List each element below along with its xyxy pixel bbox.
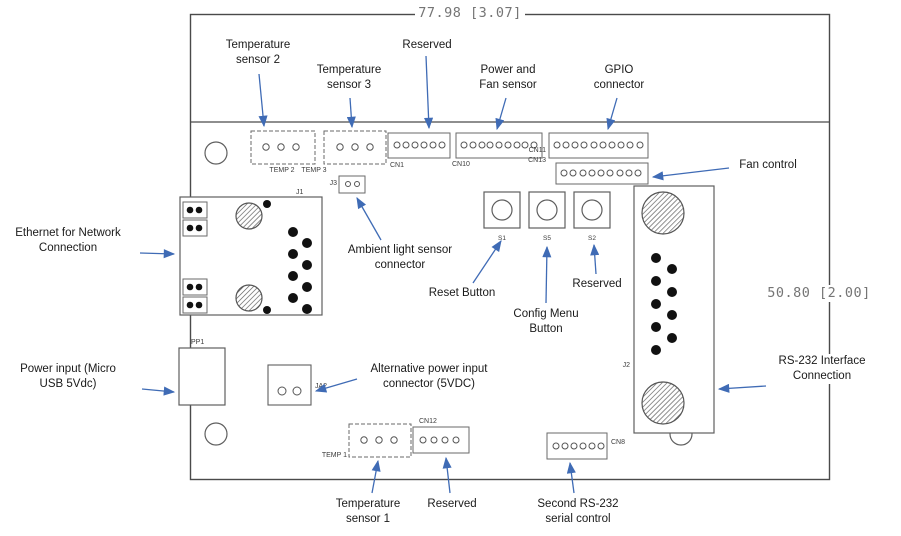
rs232-connector-j2: J2 (623, 185, 715, 434)
temp3-connector: TEMP 3 (301, 130, 387, 174)
callout-reserved-bottom: Reserved (422, 497, 482, 512)
cn1-connector: CN1 (387, 132, 451, 169)
refdes-s5: S5 (543, 235, 551, 242)
arrow-fan-control (651, 167, 730, 181)
ethernet-connector: J1 (179, 189, 323, 316)
ambient-light-connector-j3: J3 (330, 175, 366, 194)
refdes-s1: S1 (498, 235, 506, 242)
refdes-cn1: CN1 (390, 162, 404, 169)
reset-button-s1: S1 (483, 191, 521, 242)
arrow-alt-power-input (314, 378, 358, 393)
callout-fan-control: Fan control (732, 158, 804, 173)
arrow-ethernet (139, 249, 176, 259)
callout-ambient-light: Ambient light sensor connector (344, 243, 456, 273)
callout-arrows (139, 55, 767, 494)
callout-reserved-top: Reserved (385, 38, 469, 53)
arrow-temp-sensor-3 (346, 97, 356, 129)
mounting-hole (204, 141, 228, 165)
mounting-hole (204, 422, 228, 446)
arrow-reserved-bottom (442, 456, 452, 494)
callout-reserved-button: Reserved (567, 277, 627, 292)
callout-ethernet: Ethernet for Network Connection (6, 226, 130, 256)
arrow-ambient-light (356, 197, 382, 241)
arrow-reserved-button (590, 243, 600, 275)
callout-temp-sensor-2: Temperature sensor 2 (212, 38, 304, 68)
arrow-second-rs232 (566, 461, 576, 494)
arrow-temp-sensor-1 (371, 459, 381, 494)
callout-second-rs232: Second RS-232 serial control (532, 497, 624, 527)
refdes-j1: J1 (296, 189, 304, 196)
dimension-width-label: 77.98 [3.07] (415, 5, 525, 22)
refdes-cn8: CN8 (611, 439, 625, 446)
refdes-cn11: CN11 (529, 147, 546, 154)
refdes-cn13: CN13 (528, 157, 546, 164)
reserved-button-s2: S2 (573, 191, 611, 242)
cn11-gpio-connector: CN11 (529, 132, 649, 159)
fan-control-connector: CN13 (528, 157, 649, 185)
power-input-pp1: PP1 (178, 339, 226, 406)
screw-post (235, 202, 263, 230)
refdes-j3: J3 (330, 180, 338, 187)
screw-post (641, 191, 685, 235)
db9-pins (651, 253, 677, 355)
callout-reset-button: Reset Button (420, 286, 504, 301)
cn12-connector: CN12 (412, 418, 470, 454)
refdes-s2: S2 (588, 235, 596, 242)
refdes-temp2: TEMP 2 (269, 167, 294, 174)
refdes-pp1: PP1 (191, 339, 204, 346)
cn8-connector: CN8 (546, 432, 625, 460)
callout-power-input: Power input (Micro USB 5Vdc) (14, 362, 122, 392)
cn10-connector: CN10 (452, 132, 543, 168)
temp1-connector: TEMP 1 (322, 423, 412, 459)
callout-gpio-connector: GPIO connector (589, 63, 649, 93)
arrow-reset-button (472, 240, 502, 284)
refdes-temp3: TEMP 3 (301, 167, 326, 174)
arrow-gpio-connector (606, 97, 618, 131)
screw-post (641, 381, 685, 425)
screw-post (235, 284, 263, 312)
refdes-j2: J2 (623, 362, 631, 369)
arrow-reserved-top (424, 55, 434, 130)
callout-config-menu-button: Config Menu Button (509, 307, 583, 337)
arrow-power-fan-sensor (495, 97, 507, 131)
arrow-rs232-interface (717, 383, 767, 393)
arrow-power-input (141, 386, 176, 396)
temp2-connector: TEMP 2 (250, 130, 316, 174)
ethernet-pins (288, 227, 312, 314)
callout-temp-sensor-3: Temperature sensor 3 (303, 63, 395, 93)
refdes-temp1: TEMP 1 (322, 452, 347, 459)
arrow-temp-sensor-2 (258, 73, 268, 128)
callout-temp-sensor-1: Temperature sensor 1 (322, 497, 414, 527)
dimension-height-label: 50.80 [2.00] (747, 285, 891, 302)
arrow-config-menu-button (542, 245, 552, 304)
callout-alt-power-input: Alternative power input connector (5VDC) (366, 362, 492, 392)
config-menu-button-s5: S5 (528, 191, 566, 242)
callout-rs232-interface: RS-232 Interface Connection (764, 354, 880, 384)
refdes-cn12: CN12 (419, 418, 437, 425)
callout-power-fan-sensor: Power and Fan sensor (477, 63, 539, 93)
refdes-cn10: CN10 (452, 161, 470, 168)
